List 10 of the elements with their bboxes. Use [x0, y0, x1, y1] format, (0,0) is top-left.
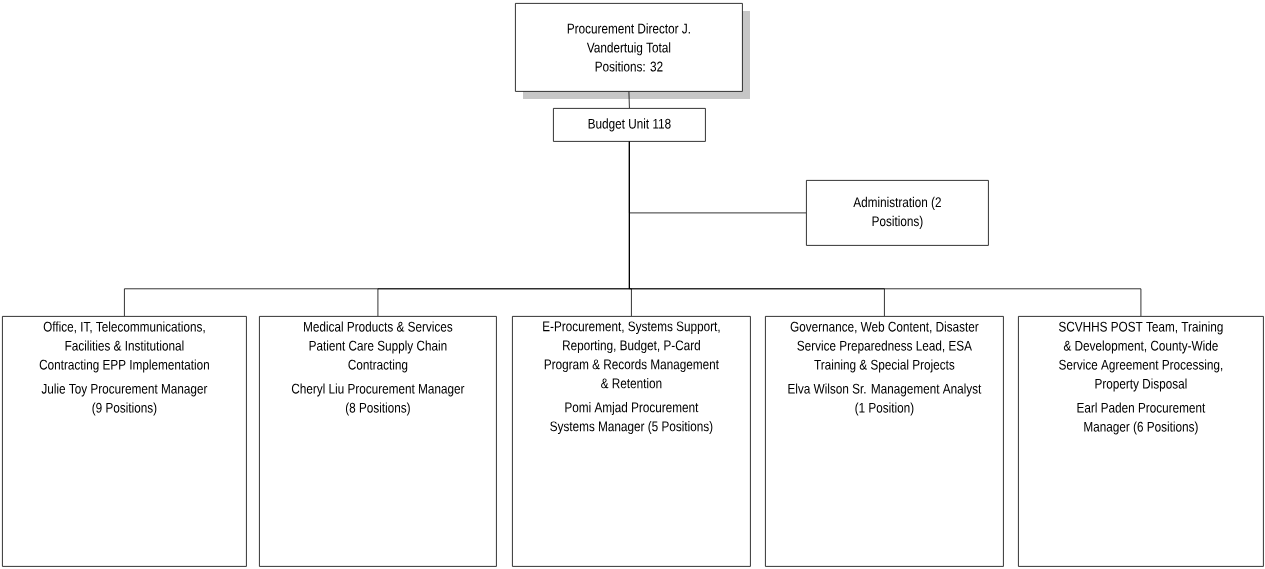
division-box: Office, IT, Telecommunications, Facilities & Institutional Contracting EPP Implementation Julie Toy Procurement Manager (9 Positions) [2, 316, 247, 567]
division-box: Medical Products & Services Patient Care Supply Chain Contracting Cheryl Liu Procurement Manager (8 Positions) [259, 316, 497, 567]
budget-unit-box: Budget Unit 118 [553, 108, 706, 142]
division-box: SCVHHS POST Team, Training & Development, County-Wide Service Agreement Processing, Property Disposal Earl Paden Procurement Manager (6 Positions) [1018, 316, 1264, 567]
connector-line [628, 91, 630, 109]
division-box: E-Procurement, Systems Support, Reporting, Budget, P-Card Program & Records Management & Retention Pomi Amjad Procurement Systems Manager (5 Positions) [512, 316, 751, 567]
administration-box: Administration (2 Positions) [806, 180, 989, 246]
director-box: Procurement Director J. Vandertuig Total Positions: 32 [515, 3, 750, 99]
division-box: Governance, Web Content, Disaster Service Preparedness Lead, ESA Training & Special Projects Elva Wilson Sr. Management Analyst (1 Position) [765, 316, 1004, 567]
connector-line [629, 141, 1142, 317]
